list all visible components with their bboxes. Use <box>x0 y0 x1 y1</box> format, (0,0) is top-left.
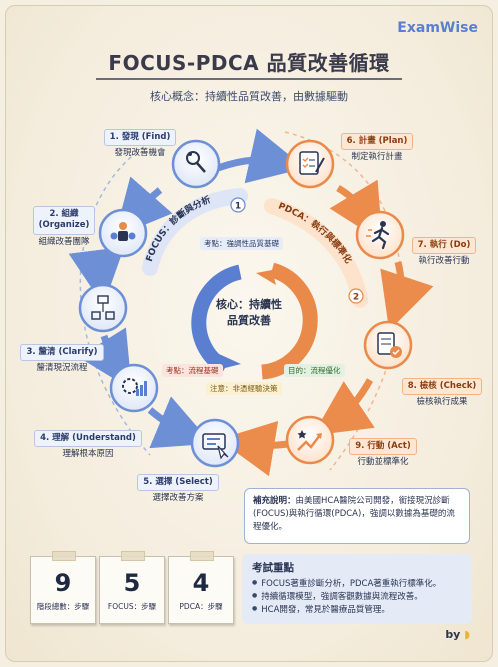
stat-value: 4 <box>192 569 210 597</box>
exam-point: FOCUS著重診斷分析，PDCA著重執行標準化。 <box>252 578 462 591</box>
step-clarify-desc: 釐清現況流程 <box>36 363 88 374</box>
step-act-label: 9. 行動 (Act) 行動並標準化 <box>338 438 428 469</box>
step-act-desc: 行動並標準化 <box>357 457 409 468</box>
stat-value: 9 <box>54 569 72 597</box>
brand-logo: ExamWise <box>397 20 478 36</box>
step-select-title: 5. 選擇 (Select) <box>137 474 219 492</box>
exam-point: 持續循環模型，強調客觀數據與流程改善。 <box>252 591 462 604</box>
arrow-do-check <box>380 261 434 331</box>
pdca-arc-number: 2 <box>353 293 359 303</box>
step-organize-node <box>98 208 148 258</box>
step-clarify-label: 3. 釐清 (Clarify) 釐清現況流程 <box>14 344 110 375</box>
arrow-clarify-understand <box>78 327 132 390</box>
step-plan-desc: 制定執行計畫 <box>351 152 403 163</box>
byline: by ◗ <box>445 628 470 641</box>
step-act-node <box>285 415 335 465</box>
center-core-label: 核心：持續性 品質改善 <box>209 297 289 329</box>
stat-caption: PDCA：步驟 <box>179 602 223 611</box>
step-understand-label: 4. 理解 (Understand) 理解根本原因 <box>32 430 144 461</box>
focus-arc-number: 1 <box>235 202 241 212</box>
note-left: 考點：流程基礎 <box>162 364 223 377</box>
step-plan-title: 6. 計畫 (Plan) <box>340 133 414 151</box>
stat-caption: 階段總數：步驟 <box>36 602 90 611</box>
supplement-box: 補充說明：由美國HCA醫院公司開發，銜接現況診斷(FOCUS)與執行循環(PDC… <box>244 488 470 544</box>
step-find-desc: 發現改善機會 <box>114 148 166 159</box>
step-understand-node <box>109 363 159 413</box>
supplement-text: 由美國HCA醫院公司開發，銜接現況診斷(FOCUS)與執行循環(PDCA)，強調… <box>253 496 455 532</box>
tape-decoration <box>121 551 145 561</box>
step-clarify-title: 3. 釐清 (Clarify) <box>20 344 104 362</box>
step-check-node <box>363 320 413 370</box>
focus-dashed-arc <box>79 131 173 456</box>
note-right: 目的：流程優化 <box>284 364 345 377</box>
supplement-label: 補充說明： <box>253 496 296 506</box>
stat-value: 5 <box>123 569 141 597</box>
step-organize-desc: 組織改善團隊 <box>38 236 90 247</box>
arrow-find-plan <box>216 128 306 184</box>
page-subtitle: 核心概念：持續性品質改善，由數據驅動 <box>150 90 348 103</box>
step-find-title: 1. 發現 (Find) <box>103 129 177 147</box>
step-do-title: 7. 執行 (Do) <box>411 237 477 255</box>
arrow-check-act <box>312 378 375 436</box>
step-check-title: 8. 檢核 (Check) <box>401 378 483 396</box>
step-check-label: 8. 檢核 (Check) 檢核執行成果 <box>396 378 488 409</box>
step-do-desc: 執行改善行動 <box>418 256 470 267</box>
arrow-understand-select <box>147 396 212 449</box>
banana-icon: ◗ <box>464 628 470 641</box>
arrow-act-select <box>218 420 289 477</box>
exam-point: HCA開發，常見於醫療品質管理。 <box>252 604 462 617</box>
step-check-desc: 檢核執行成果 <box>416 397 468 408</box>
center-line1: 核心：持續性 <box>216 298 282 311</box>
step-plan-node <box>285 139 335 189</box>
step-find-node <box>171 139 221 189</box>
arrow-plan-do <box>329 179 383 243</box>
step-understand-title: 4. 理解 (Understand) <box>34 430 142 448</box>
step-find-label: 1. 發現 (Find) 發現改善機會 <box>88 129 192 160</box>
exam-points-box: 考試重點 FOCUS著重診斷分析，PDCA著重執行標準化。 持續循環模型，強調客… <box>242 554 472 624</box>
step-select-node <box>190 418 240 468</box>
step-understand-desc: 理解根本原因 <box>62 449 114 460</box>
tape-decoration <box>52 551 76 561</box>
step-plan-label: 6. 計畫 (Plan) 制定執行計畫 <box>332 133 422 164</box>
step-do-label: 7. 執行 (Do) 執行改善行動 <box>404 237 484 268</box>
stat-card-pdca: 4 PDCA：步驟 <box>168 551 234 624</box>
step-act-title: 9. 行動 (Act) <box>349 438 417 456</box>
arrow-organize-clarify <box>68 246 125 306</box>
stat-card-total: 9 階段總數：步驟 <box>30 551 96 624</box>
step-organize-label: 2. 組織 (Organize) 組織改善團隊 <box>22 206 106 248</box>
center-cycle-blue <box>191 264 242 375</box>
page-title: FOCUS-PDCA 品質改善循環 <box>108 51 390 75</box>
center-cycle-orange <box>261 262 318 380</box>
step-select-desc: 選擇改善方案 <box>152 493 204 504</box>
step-select-label: 5. 選擇 (Select) 選擇改善方案 <box>128 474 228 505</box>
step-organize-title: 2. 組織 (Organize) <box>32 206 96 235</box>
tape-decoration <box>190 551 214 561</box>
center-line2: 品質改善 <box>227 313 271 327</box>
note-top: 考點：強調性品質基礎 <box>200 237 283 250</box>
step-clarify-node <box>78 283 128 333</box>
step-do-node <box>355 210 405 260</box>
exam-points-heading: 考試重點 <box>252 562 294 574</box>
stat-card-focus: 5 FOCUS：步驟 <box>99 551 165 624</box>
byline-text: by <box>445 628 461 641</box>
exam-points-list: FOCUS著重診斷分析，PDCA著重執行標準化。 持續循環模型，強調客觀數據與流… <box>252 578 462 616</box>
stat-caption: FOCUS：步驟 <box>107 602 157 611</box>
note-bottom: 注意：非憑經驗決策 <box>206 382 282 395</box>
arrow-find-organize <box>114 176 173 238</box>
title-underline <box>96 78 402 80</box>
